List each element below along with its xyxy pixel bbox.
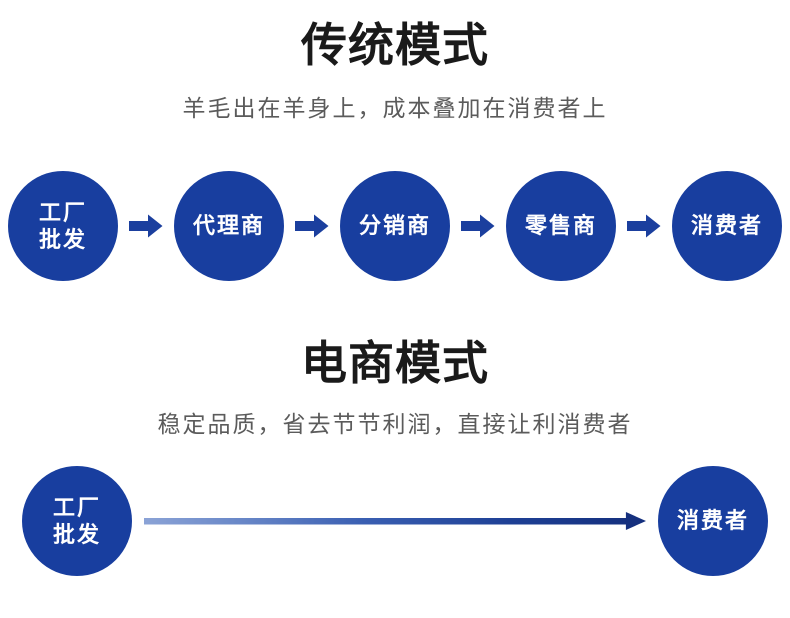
flow-node-label-line-2: 批发 <box>52 522 101 547</box>
flow-node-retailer[interactable]: 零售商 <box>506 171 616 281</box>
flow-node-label-line-1: 代理商 <box>192 213 265 239</box>
ecommerce-flow-row: 工厂 批发 消费者 <box>0 465 790 577</box>
flow-node-label-line-1: 消费者 <box>676 508 749 534</box>
right-block-arrow-icon <box>129 214 163 238</box>
flow-node-distributor[interactable]: 分销商 <box>340 171 450 281</box>
traditional-section-title: 传统模式 <box>301 19 489 71</box>
flow-node-label-line-1: 工厂 <box>38 199 87 225</box>
flow-node-consumer[interactable]: 消费者 <box>672 171 782 281</box>
flow-node-factory-wholesale[interactable]: 工厂 批发 <box>22 466 132 576</box>
flow-node-consumer[interactable]: 消费者 <box>658 466 768 576</box>
flow-node-agent[interactable]: 代理商 <box>174 171 284 281</box>
ecommerce-section-title: 电商模式 <box>301 337 489 389</box>
traditional-section-subtitle: 羊毛出在羊身上，成本叠加在消费者上 <box>182 95 608 121</box>
flow-node-label-line-1: 消费者 <box>690 213 763 239</box>
flow-node-label-line-1: 工厂 <box>52 494 101 520</box>
flow-node-label-line-1: 分销商 <box>358 213 431 239</box>
traditional-flow-row: 工厂 批发 代理商 分销商 零售商 <box>0 170 790 282</box>
flow-node-label-line-1: 零售商 <box>524 213 597 239</box>
long-gradient-arrow-icon <box>144 509 646 533</box>
right-block-arrow-icon <box>627 214 661 238</box>
ecommerce-section-subtitle: 稳定品质，省去节节利润，直接让利消费者 <box>157 411 633 437</box>
right-block-arrow-icon <box>295 214 329 238</box>
right-block-arrow-icon <box>461 214 495 238</box>
flow-node-label-line-2: 批发 <box>38 227 87 252</box>
flow-node-factory-wholesale[interactable]: 工厂 批发 <box>8 171 118 281</box>
